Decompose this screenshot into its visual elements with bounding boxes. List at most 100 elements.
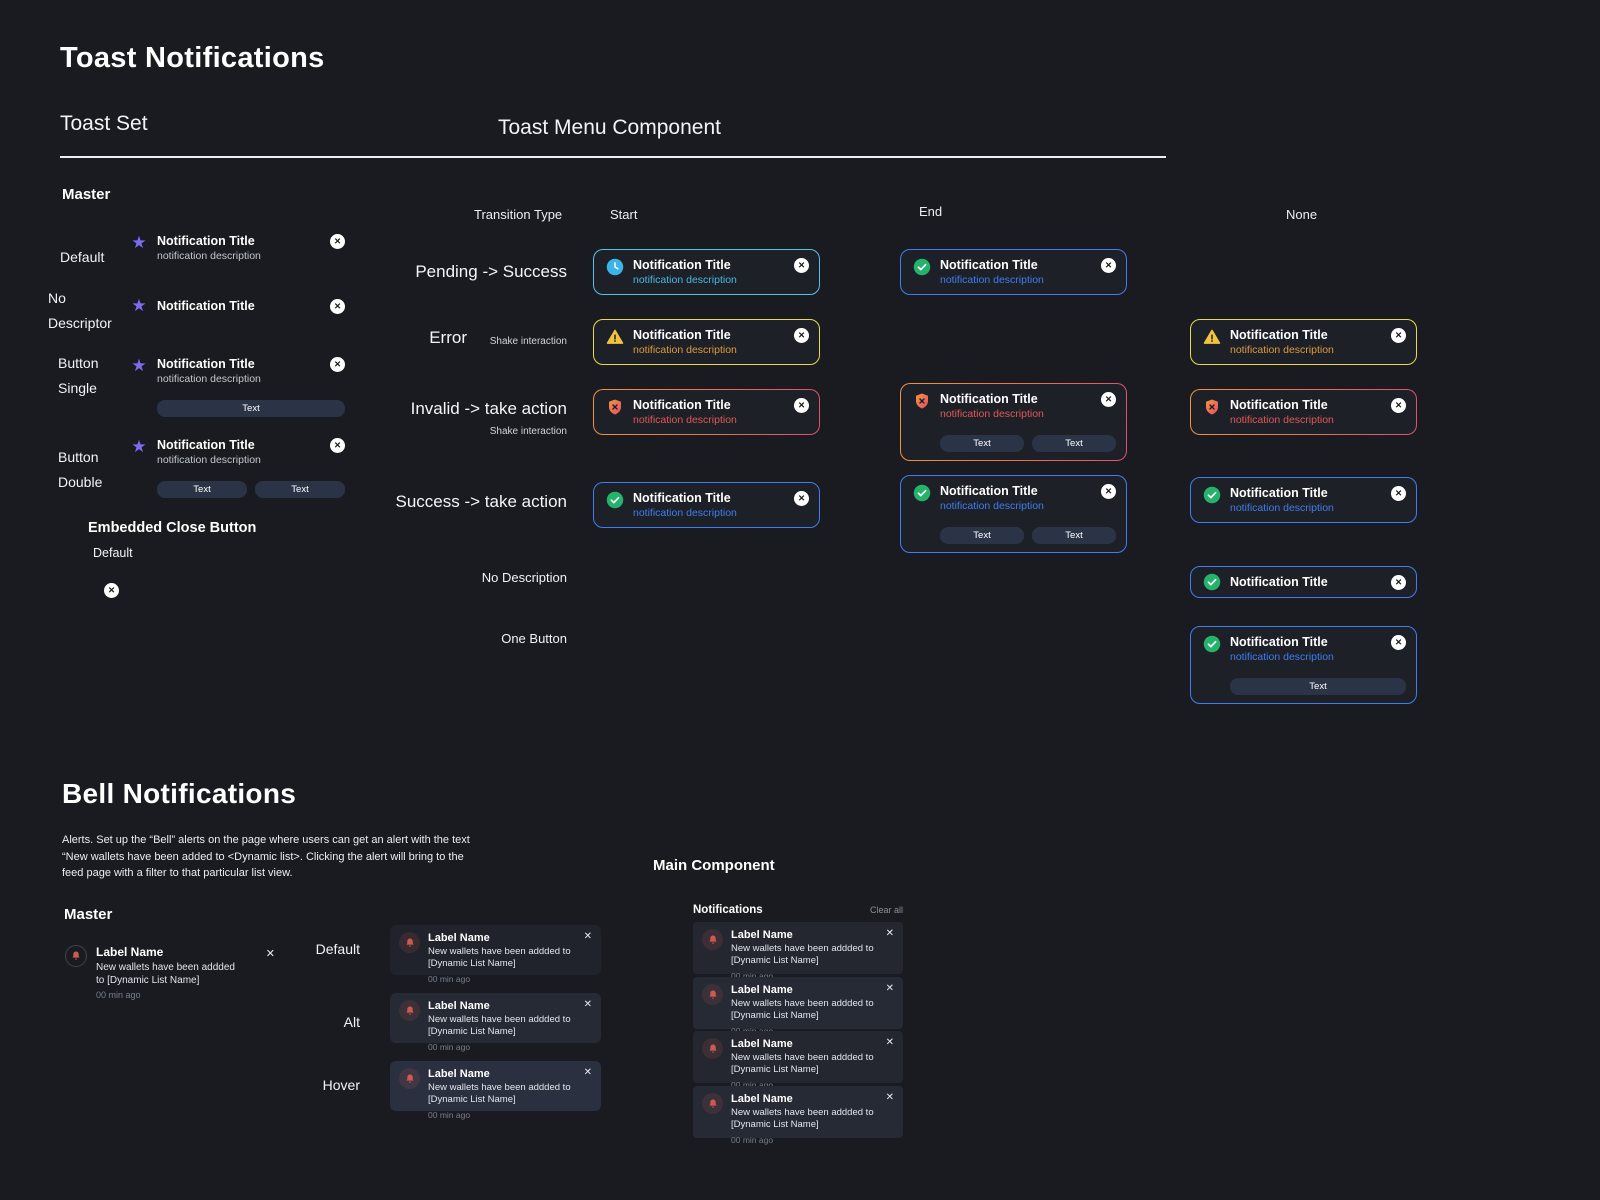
close-icon[interactable]: ✕ [1101, 392, 1116, 407]
notification-list-item[interactable]: Label Name New wallets have been addded … [693, 1086, 903, 1145]
check-icon [913, 484, 931, 502]
dismiss-icon[interactable]: ✕ [885, 928, 894, 939]
toast-set-heading: Toast Set [60, 112, 148, 135]
toast-title: Notification Title [633, 258, 731, 272]
bell-label: Label Name [96, 945, 164, 959]
toast-title: Notification Title [1230, 398, 1328, 412]
toast-description: notification description [633, 414, 737, 426]
clear-all-link[interactable]: Clear all [869, 905, 903, 915]
master-row-label-default: Default [60, 249, 105, 265]
bell-body: Label Name New wallets have been addded … [428, 1000, 576, 1052]
close-icon[interactable]: ✕ [794, 398, 809, 413]
toast-body: Notification Title notification descript… [157, 357, 321, 385]
toast-action-button[interactable]: Text [255, 481, 345, 498]
bell-card-alt[interactable]: Label Name New wallets have been addded … [390, 993, 601, 1052]
col-header-none: None [1286, 207, 1318, 222]
toast-master-button-single: ★ Notification Title notification descri… [130, 357, 345, 417]
divider-line [60, 156, 1166, 158]
toast-success-none: Notification Title notification descript… [1190, 477, 1417, 523]
close-icon[interactable]: ✕ [1101, 258, 1116, 273]
toast-button-row: Text Text [940, 435, 1116, 452]
notification-list-item[interactable]: Label Name New wallets have been addded … [693, 977, 903, 1036]
bell-icon [702, 1038, 723, 1059]
notification-list-item[interactable]: Label Name New wallets have been addded … [693, 1031, 903, 1090]
toast-body: Notification Title notification descript… [157, 234, 321, 262]
toast-invalid-end: Notification Title notification descript… [900, 383, 1127, 461]
bell-icon [702, 984, 723, 1005]
toast-title: Notification Title [1230, 486, 1328, 500]
embedded-close-icon[interactable]: ✕ [104, 583, 119, 598]
close-icon[interactable]: ✕ [1391, 398, 1406, 413]
toast-description: notification description [1230, 414, 1334, 426]
toast-body: Notification Title notification descript… [633, 328, 785, 356]
toast-error-none: Notification Title notification descript… [1190, 319, 1417, 365]
toast-action-button[interactable]: Text [1230, 678, 1406, 695]
close-icon[interactable]: ✕ [1391, 328, 1406, 343]
toast-description: notification description [157, 250, 261, 262]
close-icon[interactable]: ✕ [330, 438, 345, 453]
check-icon [606, 491, 624, 509]
dismiss-icon[interactable]: ✕ [265, 948, 275, 960]
close-icon[interactable]: ✕ [1101, 484, 1116, 499]
toast-action-button[interactable]: Text [1032, 527, 1116, 544]
toast-title: Notification Title [157, 357, 255, 371]
toast-button-row: Text [1230, 678, 1406, 695]
dismiss-icon[interactable]: ✕ [885, 983, 894, 994]
state-label-default: Default [315, 941, 360, 957]
toast-action-button[interactable]: Text [1032, 435, 1116, 452]
close-icon[interactable]: ✕ [330, 234, 345, 249]
bell-card-default[interactable]: Label Name New wallets have been addded … [390, 925, 601, 984]
toast-action-button[interactable]: Text [157, 481, 247, 498]
toast-title: Notification Title [940, 484, 1038, 498]
shield-x-icon [1203, 398, 1221, 416]
toast-master-button-double: ★ Notification Title notification descri… [130, 438, 345, 498]
toast-description: notification description [157, 454, 261, 466]
close-icon[interactable]: ✕ [330, 298, 345, 314]
toast-title: Notification Title [633, 398, 731, 412]
close-icon[interactable]: ✕ [794, 491, 809, 506]
bell-icon [65, 945, 87, 967]
bell-description: New wallets have been addded to [Dynamic… [731, 1052, 874, 1076]
master-row-label-no: No [48, 290, 66, 306]
toast-action-button[interactable]: Text [940, 527, 1024, 544]
toast-action-button[interactable]: Text [157, 400, 345, 417]
toast-invalid-start: Notification Title notification descript… [593, 389, 820, 435]
toast-button-row: Text Text [940, 527, 1116, 544]
close-icon[interactable]: ✕ [794, 328, 809, 343]
bell-label: Label Name [731, 984, 793, 996]
bell-timestamp: 00 min ago [731, 1134, 774, 1145]
notification-list-item[interactable]: Label Name New wallets have been addded … [693, 922, 903, 981]
toast-master-default: ★ Notification Title notification descri… [130, 234, 345, 262]
dismiss-icon[interactable]: ✕ [583, 999, 592, 1010]
warning-icon [1203, 328, 1221, 346]
check-icon [1203, 635, 1221, 653]
main-component-heading: Main Component [653, 857, 775, 874]
toast-button-row: Text Text [157, 481, 345, 498]
dismiss-icon[interactable]: ✕ [583, 931, 592, 942]
row-label-invalid: Invalid -> take action [410, 399, 567, 418]
toast-pending-end: Notification Title notification descript… [900, 249, 1127, 295]
shield-x-icon [913, 392, 931, 410]
bell-body: Label Name New wallets have been addded … [428, 932, 576, 984]
close-icon[interactable]: ✕ [1391, 486, 1406, 501]
bell-card-hover[interactable]: Label Name New wallets have been addded … [390, 1061, 601, 1120]
toast-action-button[interactable]: Text [940, 435, 1024, 452]
bell-description: New wallets have been addded to [Dynamic… [731, 943, 874, 967]
bell-timestamp: 00 min ago [731, 1026, 878, 1036]
dismiss-icon[interactable]: ✕ [885, 1092, 894, 1103]
dismiss-icon[interactable]: ✕ [885, 1037, 894, 1048]
close-icon[interactable]: ✕ [1391, 574, 1406, 590]
check-icon [1203, 573, 1221, 591]
toast-title: Notification Title [633, 328, 731, 342]
close-icon[interactable]: ✕ [794, 258, 809, 273]
toast-title: Notification Title [157, 299, 255, 313]
close-icon[interactable]: ✕ [1391, 635, 1406, 650]
close-icon[interactable]: ✕ [330, 357, 345, 372]
row-label-no-description: No Description [481, 570, 567, 585]
bell-body: Label Name New wallets have been addded … [731, 984, 878, 1036]
master-row-label-double: Double [58, 474, 103, 490]
dismiss-icon[interactable]: ✕ [583, 1067, 592, 1078]
row-label-success: Success -> take action [395, 492, 567, 511]
toast-description: notification description [157, 373, 261, 385]
